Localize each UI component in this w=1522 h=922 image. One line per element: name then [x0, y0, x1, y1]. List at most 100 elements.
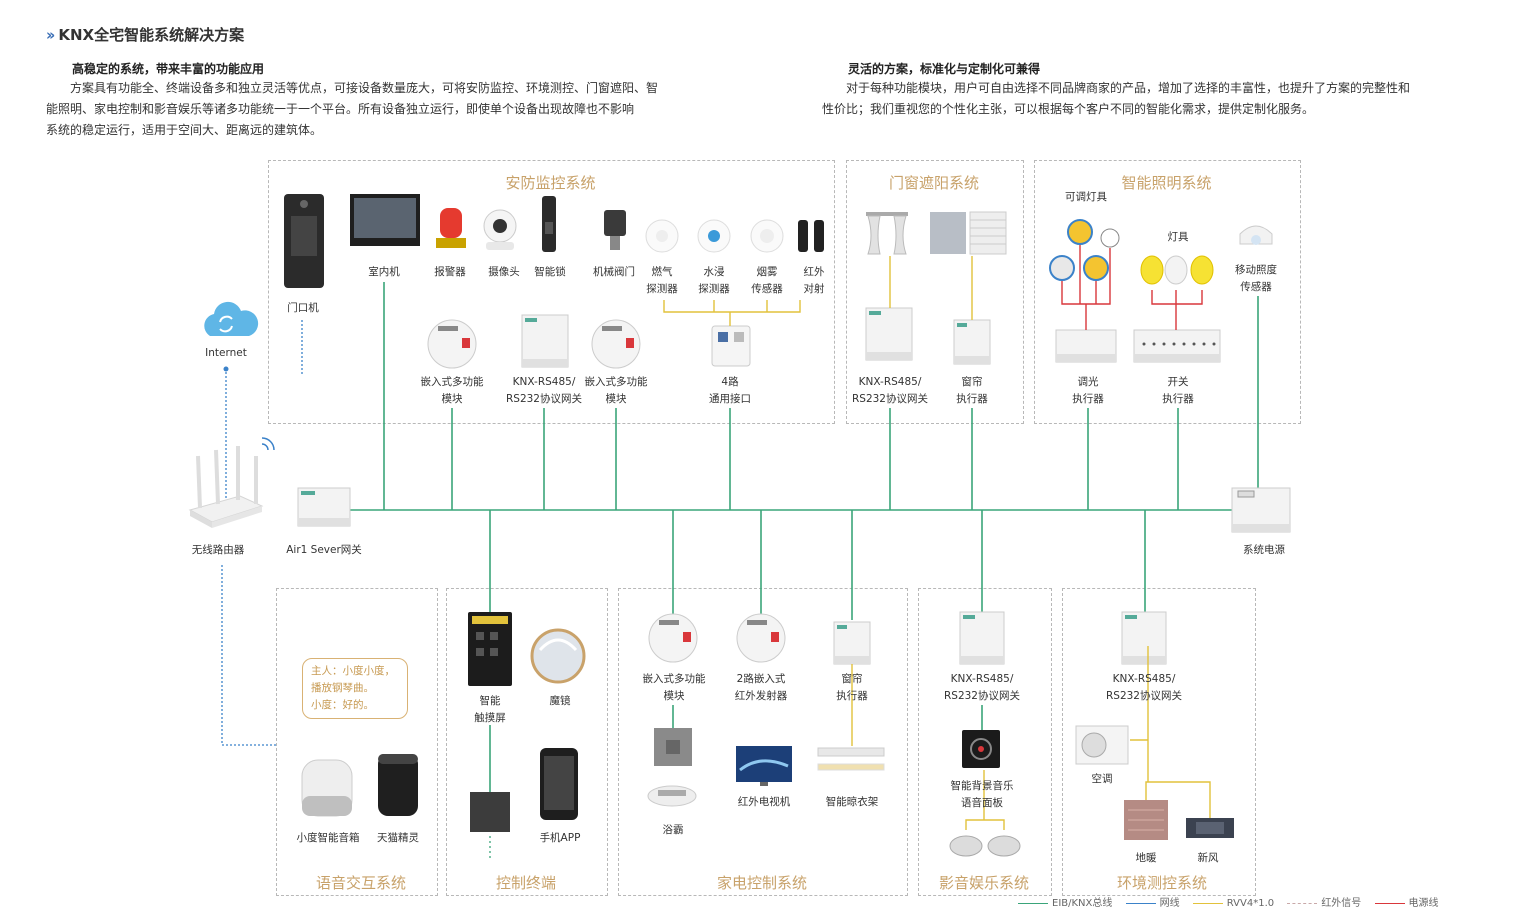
intro-right-line: 对于每种功能模块，用户可自由选择不同品牌商家的产品，增加了选择的丰富性，也提升了… [822, 81, 1411, 95]
intro-left-text: 方案具有功能全、终端设备多和独立灵活等优点，可接设备数量庞大，可将安防监控、环境… [46, 78, 686, 141]
embedded-module-label: 嵌入式多功能模块 [576, 374, 656, 408]
lamp-label: 灯具 [1167, 231, 1189, 243]
ceiling-speaker-icons [949, 835, 1021, 857]
intro-left-line: 系统的稳定运行，适用于空间大、距离远的建筑体。 [46, 123, 323, 137]
router-icon [188, 437, 275, 528]
network-dot [223, 366, 229, 372]
bath-heater-label: 浴霸 [662, 824, 684, 836]
fresh-air-label: 新风 [1197, 852, 1219, 864]
bath-heater-icon [647, 785, 697, 807]
intro-left-line: 方案具有功能全、终端设备多和独立灵活等优点，可接设备数量庞大，可将安防监控、环境… [46, 81, 659, 95]
env-section [1062, 588, 1256, 896]
av-gateway-label: KNX-RS485/RS232协议网关 [938, 671, 1026, 705]
label-line: 探测器 [698, 283, 730, 295]
curtain-icon [866, 212, 908, 255]
voice-command-bubble: 主人：小度小度， 播放钢琴曲。 小度：好的。 [302, 658, 408, 719]
label-line: 红外发射器 [734, 690, 788, 702]
label-line: 智能背景音乐 [950, 780, 1014, 792]
xiaodu-speaker-icon [301, 759, 353, 817]
gateway-label: KNX-RS485/RS232协议网关 [500, 374, 588, 408]
gas-detector-label: 燃气探测器 [638, 264, 686, 298]
internet-label: Internet [205, 347, 247, 359]
embedded-module-label: 嵌入式多功能模块 [412, 374, 492, 408]
music-panel-label: 智能背景音乐语音面板 [942, 778, 1022, 812]
tmall-genie-label: 天猫精灵 [377, 832, 419, 844]
label-line: RS232协议网关 [505, 393, 582, 405]
door-station-label: 门口机 [287, 302, 319, 314]
bubble-line: 小度：好的。 [311, 699, 374, 711]
alarm-label: 报警器 [434, 266, 466, 278]
phone-app-label: 手机APP [539, 832, 581, 844]
bubble-line: 主人：小度小度， [311, 665, 395, 677]
legend: EIB/KNX总线 网线 RVV4*1.0 红外信号 电源线 [1018, 894, 1439, 909]
indoor-monitor-icon [350, 194, 420, 246]
label-line: 嵌入式多功能 [420, 376, 484, 388]
valve-label: 机械阀门 [593, 266, 635, 278]
lighting-section [1034, 160, 1301, 424]
label-line: 窗帘 [961, 376, 983, 388]
intro-right-text: 对于每种功能模块，用户可自由选择不同品牌商家的产品，增加了选择的丰富性，也提升了… [822, 78, 1472, 120]
camera-label: 摄像头 [488, 266, 520, 278]
label-line: 模块 [441, 393, 463, 405]
legend-knx-label: EIB/KNX总线 [1052, 898, 1113, 909]
lamp-icons [1140, 255, 1214, 285]
intro-left-line: 能照明、家电控制和影音娱乐等诸多功能统一于一个平台。所有设备独立运行，即使单个设… [46, 102, 635, 116]
smart-lock-label: 智能锁 [534, 266, 566, 278]
label-line: 模块 [663, 690, 685, 702]
av-section [918, 588, 1052, 896]
label-line: 调光 [1077, 376, 1099, 388]
floor-heating-label: 地暖 [1135, 852, 1157, 864]
intro-right-line: 性价比；我们重视您的个性化主张，可以根据每个客户不同的智能化需求，提供定制化服务… [822, 102, 1315, 116]
alarm-icon [436, 208, 466, 248]
wall-panel-icon [470, 792, 510, 832]
power-lines [1061, 244, 1203, 330]
curtain-actuator-label: 窗帘执行器 [944, 374, 1000, 408]
label-line: 嵌入式多功能 [642, 673, 706, 685]
label-line: 开关 [1167, 376, 1189, 388]
label-line: RS232协议网关 [943, 690, 1020, 702]
label-line: 4路 [721, 376, 739, 388]
legend-network-label: 网线 [1159, 898, 1180, 909]
intro-left-heading: 高稳定的系统，带来丰富的功能应用 [72, 62, 265, 76]
clothes-dryer-icon [817, 747, 885, 771]
legend-power-label: 电源线 [1408, 898, 1439, 909]
tv-label: 红外电视机 [737, 796, 791, 808]
air-conditioner-label: 空调 [1091, 773, 1113, 785]
curtain-actuator-label: 窗帘执行器 [826, 671, 878, 705]
av-title: 影音娱乐系统 [938, 874, 1029, 892]
appliance-title: 家电控制系统 [716, 874, 807, 892]
legend-network-swatch [1125, 902, 1156, 904]
security-section [268, 160, 835, 424]
valve-icon [604, 210, 626, 250]
legend-ir-swatch [1287, 902, 1318, 904]
label-line: 执行器 [956, 393, 988, 405]
ir-beam-label: 红外对射 [792, 264, 836, 298]
env-title: 环境测控系统 [1116, 874, 1207, 892]
magic-mirror-icon [530, 628, 586, 684]
dimmable-lamp-label: 可调灯具 [1065, 191, 1107, 203]
gas-detector-icon [645, 219, 679, 253]
floor-heating-icon [1124, 800, 1168, 840]
label-line: 窗帘 [841, 673, 863, 685]
air-gateway-label: Air1 Sever网关 [286, 544, 362, 556]
label-line: 通用接口 [709, 393, 751, 405]
din-module-icons [297, 307, 1291, 665]
motion-sensor-label: 移动照度传感器 [1226, 262, 1286, 296]
power-supply-label: 系统电源 [1243, 544, 1285, 556]
label-line: 探测器 [646, 283, 678, 295]
water-detector-icon [697, 219, 731, 253]
legend-ir-label: 红外信号 [1321, 898, 1362, 909]
io4-label: 4路通用接口 [696, 374, 764, 408]
legend-knx-swatch [1018, 902, 1048, 904]
legend-rvv-label: RVV4*1.0 [1226, 898, 1275, 909]
label-line: 触摸屏 [474, 712, 506, 724]
clothes-dryer-label: 智能晾衣架 [825, 796, 879, 808]
control-title: 控制终端 [495, 874, 556, 892]
dimming-actuator-label: 调光执行器 [1060, 374, 1116, 408]
legend-rvv-swatch [1192, 902, 1223, 904]
label-line: 模块 [605, 393, 627, 405]
phone-app-icon [540, 748, 578, 820]
page-title-text: KNX全宅智能系统解决方案 [58, 26, 245, 44]
smart-lock-icon [542, 196, 556, 252]
